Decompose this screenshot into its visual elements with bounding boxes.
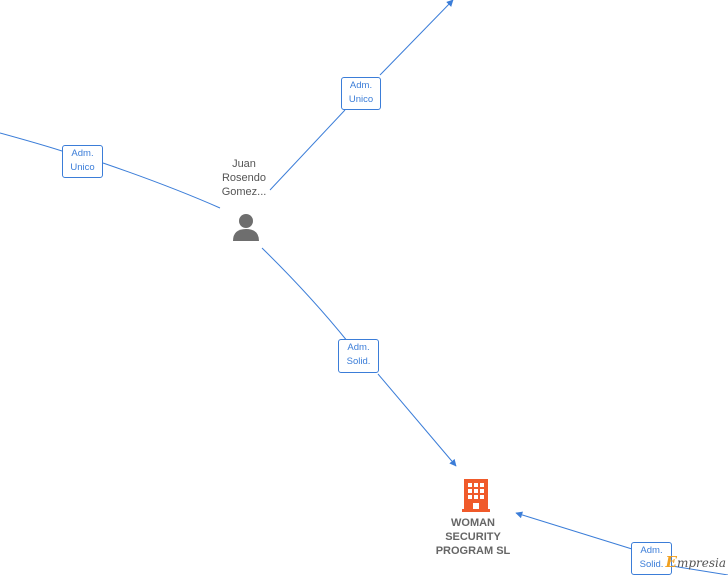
edge-label-top-right[interactable]: Adm. Unico bbox=[341, 77, 381, 110]
edge-label-role: Adm. bbox=[349, 80, 373, 91]
edge-label-type: Unico bbox=[348, 94, 374, 105]
company-name-line: WOMAN bbox=[451, 517, 495, 529]
company-name-line: PROGRAM SL bbox=[435, 545, 511, 557]
edge-top-right bbox=[269, 0, 453, 191]
edge-label-middle[interactable]: Adm. Solid. bbox=[338, 339, 379, 373]
building-icon[interactable] bbox=[460, 476, 492, 512]
person-name[interactable]: Juan Rosendo Gomez... bbox=[210, 157, 278, 199]
edge-bottom-right-tail bbox=[671, 565, 728, 575]
person-name-line: Gomez... bbox=[221, 186, 267, 198]
person-name-line: Juan bbox=[232, 158, 256, 170]
edge-label-role: Adm. bbox=[71, 148, 94, 159]
logo-letter: E bbox=[665, 553, 677, 571]
logo-text: mpresia bbox=[676, 556, 726, 570]
person-name-line: Rosendo bbox=[221, 172, 267, 184]
edge-left bbox=[0, 132, 221, 209]
company-name[interactable]: WOMAN SECURITY PROGRAM SL bbox=[418, 516, 528, 558]
edge-middle bbox=[261, 247, 456, 466]
edge-label-role: Adm. bbox=[347, 342, 370, 353]
person-icon[interactable] bbox=[231, 212, 261, 242]
edge-label-type: Solid. bbox=[346, 356, 371, 367]
edge-label-role: Adm. bbox=[640, 545, 663, 556]
empresia-logo: Empresia bbox=[666, 553, 727, 571]
edge-bottom-right bbox=[515, 511, 633, 550]
edge-label-left[interactable]: Adm. Unico bbox=[62, 145, 103, 178]
edge-label-type: Solid. bbox=[639, 559, 664, 570]
company-name-line: SECURITY bbox=[445, 531, 501, 543]
edge-label-type: Unico bbox=[70, 162, 95, 173]
edge-label-bottom-right[interactable]: Adm. Solid. bbox=[631, 542, 672, 575]
